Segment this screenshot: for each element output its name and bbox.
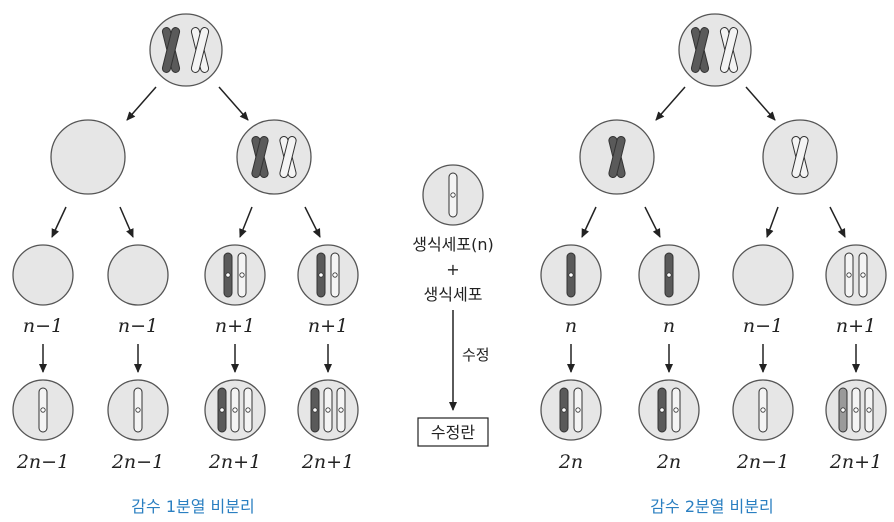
right-zygote-3 <box>732 379 794 441</box>
left-zygote-4 <box>297 379 359 441</box>
left-parent-cell <box>149 13 223 87</box>
right-light-cell <box>762 119 838 195</box>
plus-sign: + <box>446 260 459 279</box>
right-zygote-label-2: 2n <box>656 451 681 473</box>
left-gamete-3 <box>204 244 266 306</box>
right-zygote-2 <box>638 379 700 441</box>
left-gamete-1 <box>12 244 74 306</box>
right-gamete-3 <box>732 244 794 306</box>
chromosome-pair-light <box>190 27 210 73</box>
arrow <box>218 86 249 121</box>
gamete-label: 생식세포(n) <box>412 235 494 254</box>
right-parent-cell <box>678 13 752 87</box>
right-zygote-label-1: 2n <box>558 451 583 473</box>
right-gamete-1 <box>540 244 602 306</box>
arrow <box>655 86 686 121</box>
left-caption: 감수 1분열 비분리 <box>131 497 254 516</box>
arrow <box>765 206 779 238</box>
left-double-cell <box>236 119 312 195</box>
arrow <box>644 206 661 238</box>
left-zygote-3 <box>204 379 266 441</box>
right-zygote-4 <box>825 379 887 441</box>
middle-legend: 생식세포(n) + 생식세포 수정 수정란 <box>412 164 494 447</box>
right-gamete-label-3: n−1 <box>743 315 783 337</box>
zygote-label: 수정란 <box>431 423 475 442</box>
left-zygote-label-3: 2n+1 <box>208 451 261 473</box>
left-zygote-label-4: 2n+1 <box>301 451 354 473</box>
left-panel: n−1 n−1 n+1 n+1 <box>12 13 359 516</box>
single-gamete-cell <box>422 164 484 226</box>
left-zygote-label-1: 2n−1 <box>16 451 69 473</box>
fertilization-label: 수정 <box>462 346 490 364</box>
right-zygote-label-3: 2n−1 <box>736 451 789 473</box>
chromosome-pair-dark <box>161 27 181 73</box>
arrow <box>126 86 157 121</box>
left-gamete-4 <box>297 244 359 306</box>
arrow <box>581 206 597 238</box>
left-gamete-label-1: n−1 <box>23 315 63 337</box>
right-gamete-label-2: n <box>663 315 675 337</box>
left-gamete-label-4: n+1 <box>308 315 348 337</box>
left-zygote-1 <box>12 379 74 441</box>
left-gamete-label-3: n+1 <box>215 315 255 337</box>
left-zygote-2 <box>107 379 169 441</box>
left-gamete-2 <box>107 244 169 306</box>
right-gamete-label-1: n <box>565 315 577 337</box>
right-gamete-2 <box>638 244 700 306</box>
gamete-label-2: 생식세포 <box>424 285 483 304</box>
arrow <box>304 206 321 238</box>
right-zygote-label-4: 2n+1 <box>829 451 882 473</box>
arrow <box>745 86 776 121</box>
arrow <box>239 206 253 238</box>
right-caption: 감수 2분열 비분리 <box>650 497 773 516</box>
left-empty-cell <box>50 119 126 195</box>
right-dark-cell <box>579 119 655 195</box>
right-gamete-4 <box>825 244 887 306</box>
left-gamete-label-2: n−1 <box>118 315 158 337</box>
right-gamete-label-4: n+1 <box>836 315 876 337</box>
arrow <box>119 206 134 238</box>
left-zygote-label-2: 2n−1 <box>111 451 164 473</box>
arrow <box>51 206 67 238</box>
right-panel: n n n−1 n+1 <box>540 13 887 516</box>
zygote-box <box>417 417 489 447</box>
right-zygote-1 <box>540 379 602 441</box>
arrow <box>829 206 846 238</box>
